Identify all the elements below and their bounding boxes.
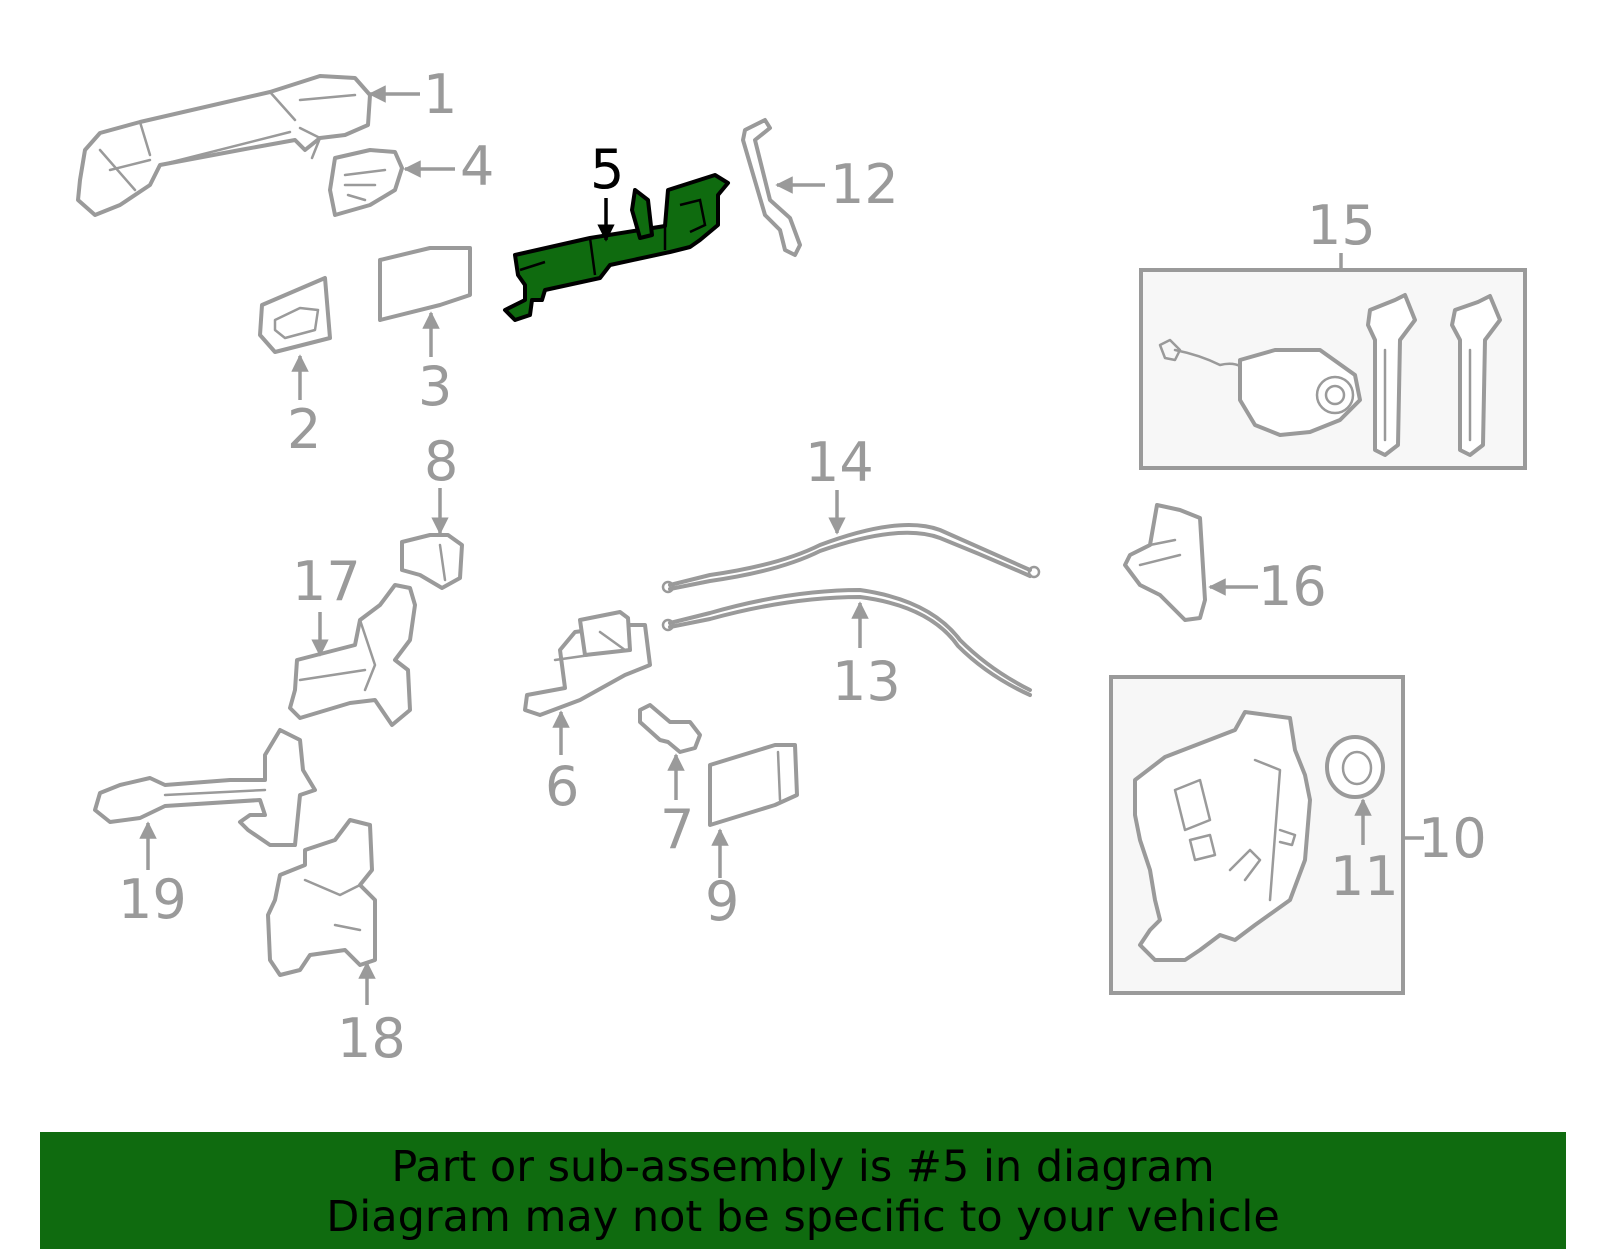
callout-2: 2: [287, 398, 321, 461]
callout-13: 13: [832, 650, 901, 713]
callout-19: 19: [118, 868, 187, 931]
callout-8: 8: [424, 430, 458, 493]
leader-lines: [139, 85, 1424, 1005]
callout-9: 9: [705, 870, 739, 933]
part-1-outside-handle: [76, 74, 372, 217]
part-5-highlighted: [503, 173, 730, 322]
callout-17: 17: [292, 550, 361, 613]
banner-line-2: Diagram may not be specific to your vehi…: [326, 1192, 1280, 1242]
part-8: [400, 533, 464, 590]
part-6-inside-handle: [523, 610, 652, 717]
callout-7: 7: [660, 798, 694, 861]
part-7-bolt: [638, 703, 702, 754]
part-17: [288, 583, 417, 727]
part-19-check: [93, 728, 317, 847]
callout-12: 12: [830, 153, 899, 216]
part-16-striker: [1123, 503, 1207, 622]
part-4: [328, 148, 404, 217]
part-12-rod: [741, 118, 802, 257]
part-13-cable: [661, 588, 1032, 697]
callout-11: 11: [1330, 845, 1399, 908]
part-9: [708, 743, 799, 827]
callout-1: 1: [423, 63, 457, 126]
callout-3: 3: [418, 355, 452, 418]
callout-16: 16: [1258, 555, 1327, 618]
callout-5: 5: [590, 138, 624, 201]
callout-10: 10: [1418, 807, 1487, 870]
callout-6: 6: [545, 755, 579, 818]
info-banner: Part or sub-assembly is #5 in diagram Di…: [40, 1132, 1566, 1249]
callout-4: 4: [460, 135, 494, 198]
part-15-lock-set-box: [1139, 268, 1527, 470]
callouts: 1 4 5 12 15 2 3 14 8 17 16 13 6 7 10 11 …: [118, 63, 1487, 1070]
part-14-cable: [661, 523, 1041, 594]
callout-14: 14: [805, 431, 874, 494]
part-10-lock-box: [1109, 675, 1405, 995]
callout-15: 15: [1307, 194, 1376, 257]
part-2: [258, 276, 332, 354]
part-3: [378, 246, 472, 322]
banner-line-1: Part or sub-assembly is #5 in diagram: [391, 1142, 1215, 1192]
part-18: [266, 818, 377, 977]
callout-18: 18: [337, 1007, 406, 1070]
